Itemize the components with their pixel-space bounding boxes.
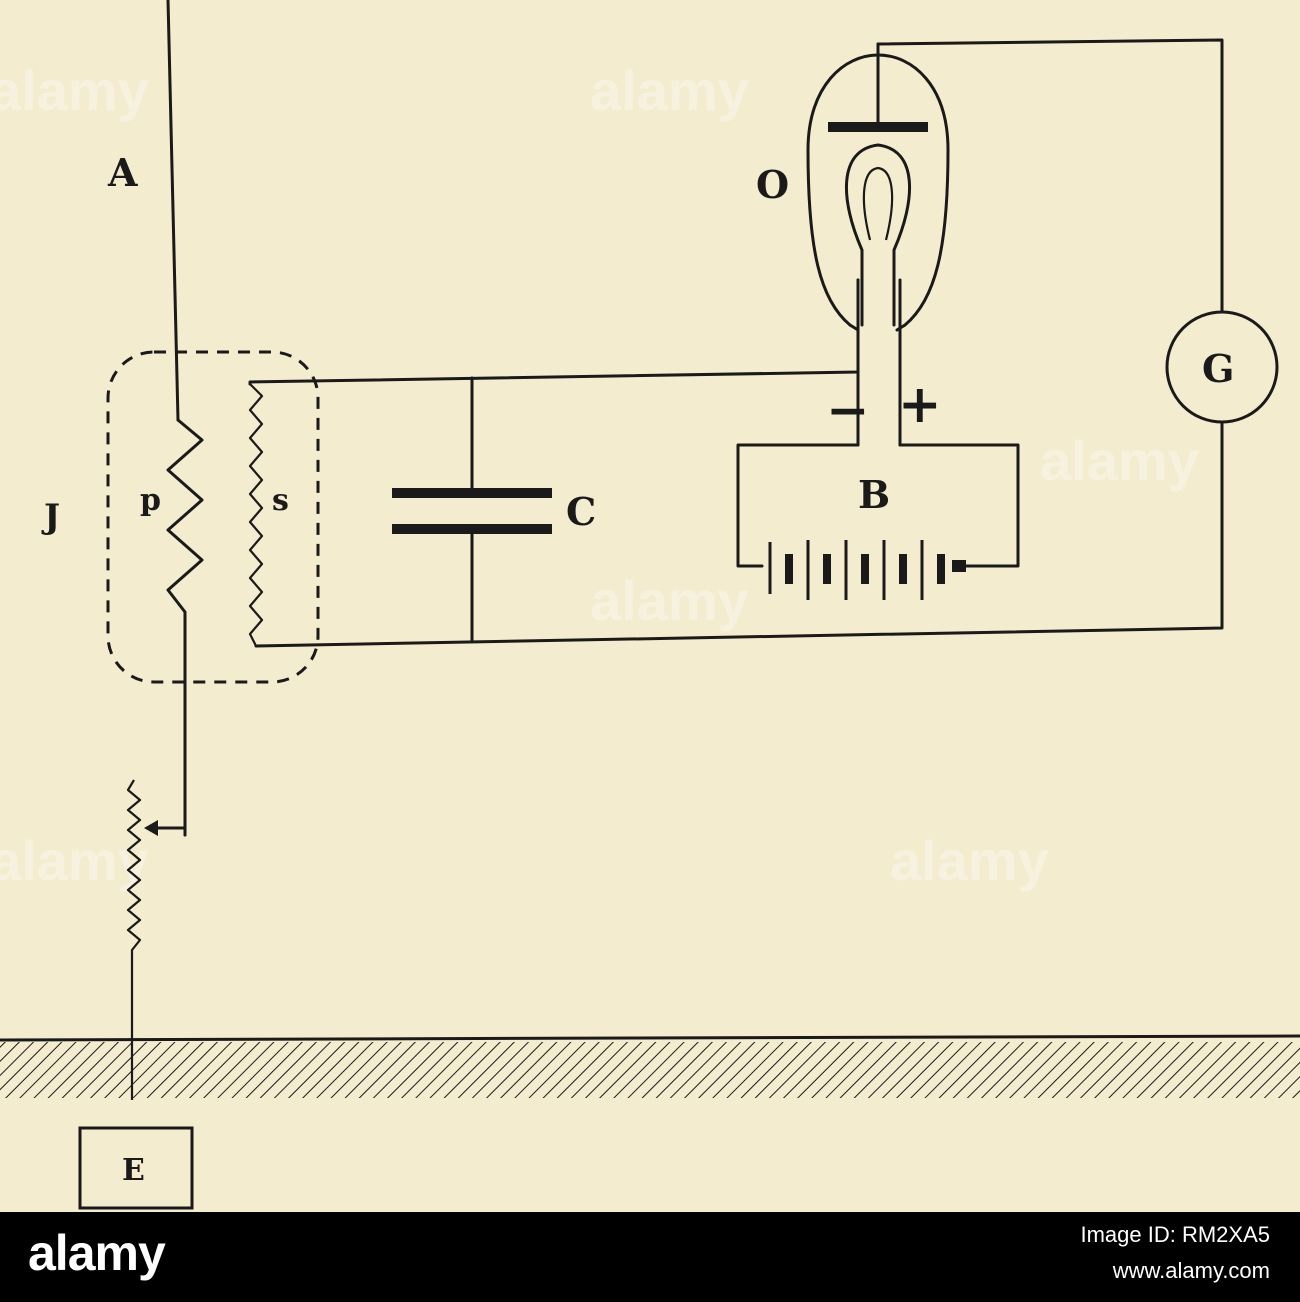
bottom-circuit-wire: [254, 420, 1224, 648]
watermark-text: alamy: [890, 829, 1049, 892]
label-plus: +: [898, 374, 942, 435]
variable-resistor: [126, 779, 142, 1100]
label-valve: O: [756, 162, 789, 207]
watermark-text: alamy: [0, 59, 149, 122]
condenser: [392, 376, 552, 642]
label-galvanometer: G: [1202, 346, 1234, 391]
label-earth: E: [122, 1153, 145, 1188]
label-minus: −: [826, 380, 870, 441]
stock-footer-bar: alamy Image ID: RM2XA5 www.alamy.com: [0, 1212, 1300, 1302]
site-url-text: www.alamy.com: [1112, 1258, 1270, 1283]
top-circuit-wire: [248, 278, 860, 386]
label-secondary: s: [272, 483, 289, 518]
battery: [736, 443, 1020, 600]
galvanometer: [1165, 310, 1279, 424]
brand-logo: alamy: [28, 1225, 166, 1281]
secondary-coil: [248, 383, 264, 647]
watermark-text: alamy: [590, 59, 749, 122]
watermark-text: alamy: [590, 569, 749, 632]
watermark-text: alamy: [0, 829, 149, 892]
slider-arrow: [152, 826, 187, 837]
label-antenna: A: [107, 150, 138, 195]
label-battery: B: [858, 472, 890, 517]
label-jigger: J: [41, 497, 60, 537]
label-condenser: C: [566, 489, 596, 534]
antenna-wire: [166, 0, 180, 422]
plate-wire: [876, 38, 1224, 314]
valve-bulb: [806, 42, 950, 447]
earth-plate: [78, 1126, 194, 1210]
image-id-text: Image ID: RM2XA5: [1080, 1222, 1270, 1247]
label-primary: p: [140, 483, 161, 518]
ground-line: [0, 1034, 1300, 1042]
watermark-layer: alamy alamy alamy alamy alamy alamy: [0, 59, 1199, 892]
slider-arrowhead: [144, 820, 158, 836]
jigger-enclosure: [106, 350, 320, 684]
watermark-text: alamy: [1040, 429, 1199, 492]
ground-hatching: [0, 1042, 1300, 1098]
primary-coil: [166, 418, 204, 837]
circuit-diagram: alamy alamy alamy alamy alamy alamy A J …: [0, 0, 1300, 1210]
